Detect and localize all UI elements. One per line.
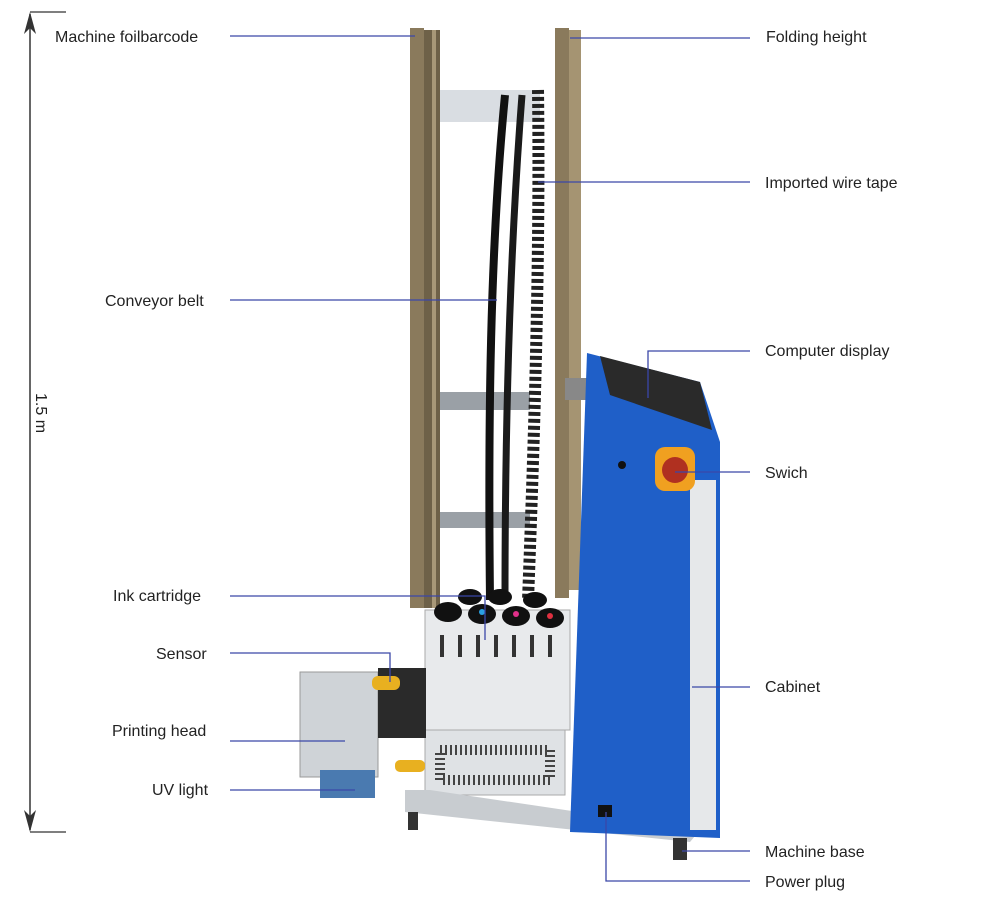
label-imported-wire-tape: Imported wire tape	[765, 175, 898, 192]
label-sensor: Sensor	[156, 646, 207, 663]
height-dimension: 1.5 m	[24, 11, 66, 833]
label-conveyor-belt: Conveyor belt	[105, 293, 204, 310]
label-power-plug: Power plug	[765, 874, 845, 891]
label-machine-base: Machine base	[765, 844, 865, 861]
label-uv-light: UV light	[152, 782, 209, 799]
label-printing-head: Printing head	[112, 723, 206, 740]
arrow-up-icon	[24, 12, 36, 34]
leader-lines	[230, 35, 750, 882]
machine-illustration	[299, 28, 720, 860]
label-cabinet: Cabinet	[765, 679, 821, 696]
height-label: 1.5 m	[32, 393, 49, 433]
label-machine-foilbarcode: Machine foilbarcode	[55, 29, 198, 46]
label-folding-height: Folding height	[766, 29, 867, 46]
arrow-down-icon	[24, 810, 36, 832]
label-computer-display: Computer display	[765, 343, 890, 360]
switch-icon	[655, 447, 695, 491]
label-switch: Swich	[765, 465, 808, 482]
label-ink-cartridge: Ink cartridge	[113, 588, 201, 605]
ink-cartridges	[434, 589, 564, 628]
callout-labels: Machine foilbarcode Folding height Impor…	[55, 29, 898, 891]
